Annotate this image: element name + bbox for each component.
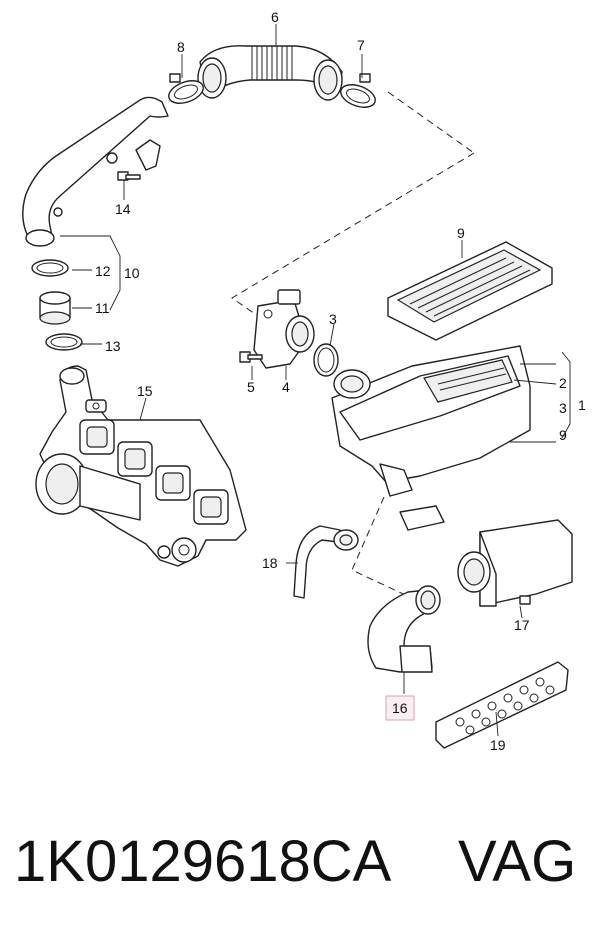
callout-13: 13 xyxy=(105,338,121,354)
callout-3-group: 3 xyxy=(559,400,567,416)
charge-air-pipe xyxy=(22,96,169,247)
air-filter-housing-part-1 xyxy=(331,345,531,497)
leader-lines xyxy=(60,24,571,737)
callout-7: 7 xyxy=(357,37,365,53)
screw-part-5 xyxy=(239,351,263,363)
callout-2: 2 xyxy=(559,375,567,391)
air-mass-meter-part-4 xyxy=(253,289,315,369)
outlet-seal xyxy=(399,505,445,531)
sleeve-part-11 xyxy=(39,291,71,325)
intake-elbow-part-16 xyxy=(367,585,441,673)
callout-16: 16 xyxy=(392,700,408,716)
callout-11: 11 xyxy=(95,300,110,316)
intake-hose-part-6 xyxy=(197,45,343,101)
callout-18: 18 xyxy=(262,555,278,571)
callout-12: 12 xyxy=(95,263,111,279)
hose-clamp-part-7 xyxy=(340,73,376,108)
callout-1: 1 xyxy=(578,397,586,413)
callout-8: 8 xyxy=(177,39,185,55)
brand-label: VAG xyxy=(458,829,577,894)
callout-3-seal: 3 xyxy=(329,311,337,327)
part-number: 1K0129618CA xyxy=(14,829,392,894)
callout-19: 19 xyxy=(490,737,506,753)
heat-shield-part-19 xyxy=(435,661,569,749)
assembly-dashed-lines xyxy=(231,91,475,601)
callout-5: 5 xyxy=(247,379,255,395)
clamp-part-13 xyxy=(45,333,83,351)
air-intake-duct-part-17 xyxy=(457,519,573,607)
callout-6: 6 xyxy=(271,9,279,25)
hose-clamp-part-8 xyxy=(168,73,204,104)
air-filter-element-part-9 xyxy=(387,241,553,341)
callout-4: 4 xyxy=(282,379,290,395)
turbocharger-manifold-part-15 xyxy=(35,365,247,567)
callout-9-filter: 9 xyxy=(457,225,465,241)
bolt-part-14 xyxy=(117,171,141,181)
callout-15: 15 xyxy=(137,383,153,399)
seal-ring-part-3 xyxy=(313,343,339,377)
callout-16-highlight xyxy=(385,695,415,721)
callout-14: 14 xyxy=(115,201,131,217)
clamp-part-12 xyxy=(31,259,69,277)
callout-17: 17 xyxy=(514,617,530,633)
callout-9-housing: 9 xyxy=(559,427,567,443)
parts-diagram: 6 8 7 14 12 10 11 13 15 9 3 5 4 2 3 1 9 … xyxy=(22,9,586,753)
callout-labels: 6 8 7 14 12 10 11 13 15 9 3 5 4 2 3 1 9 … xyxy=(95,9,586,753)
callout-10: 10 xyxy=(124,265,140,281)
breather-hose-part-18 xyxy=(293,525,359,599)
